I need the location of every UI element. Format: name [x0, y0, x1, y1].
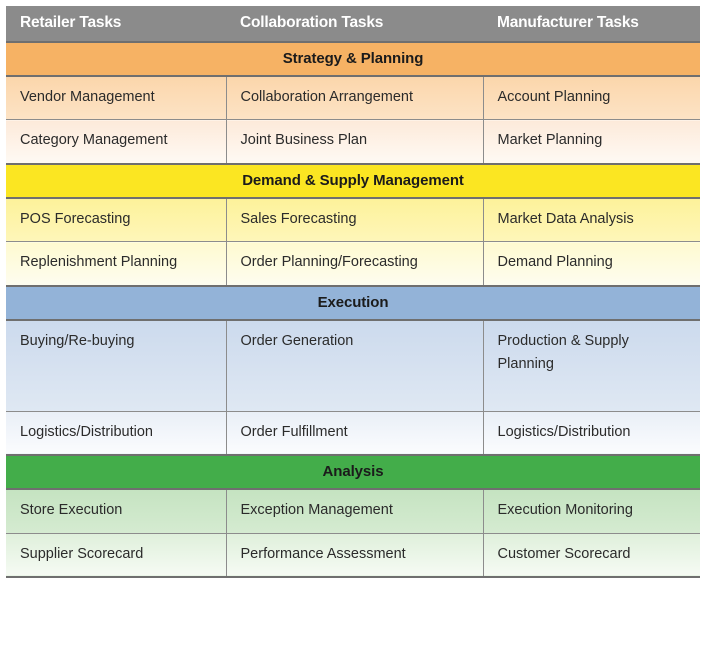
table-row: Vendor Management Collaboration Arrangem… [6, 76, 700, 120]
task-matrix-table: Retailer Tasks Collaboration Tasks Manuf… [6, 6, 700, 579]
cell-collaboration: Joint Business Plan [226, 119, 484, 164]
section-title-demand: Demand & Supply Management [6, 162, 700, 199]
section-band-execution: Execution [6, 284, 700, 321]
table-row: Supplier Scorecard Performance Assessmen… [6, 532, 700, 579]
table-row: Replenishment Planning Order Planning/Fo… [6, 241, 700, 286]
cell-manufacturer: Execution Monitoring [483, 489, 700, 534]
cell-retailer: Store Execution [6, 489, 227, 534]
cell-retailer: Vendor Management [6, 76, 227, 120]
section-band-strategy: Strategy & Planning [6, 41, 700, 77]
cell-manufacturer: Production & Supply Planning [483, 319, 700, 412]
cell-retailer: Logistics/Distribution [6, 410, 227, 456]
cell-retailer: Buying/Re-buying [6, 319, 227, 412]
cell-manufacturer: Market Data Analysis [483, 197, 700, 242]
section-band-analysis: Analysis [6, 454, 700, 491]
cell-collaboration: Sales Forecasting [226, 197, 484, 242]
cell-collaboration: Performance Assessment [226, 532, 484, 579]
table-row: POS Forecasting Sales Forecasting Market… [6, 197, 700, 242]
cell-manufacturer: Customer Scorecard [483, 532, 700, 579]
cell-collaboration: Order Planning/Forecasting [226, 241, 484, 286]
section-title-analysis: Analysis [6, 454, 700, 491]
table-head: Retailer Tasks Collaboration Tasks Manuf… [6, 6, 700, 42]
column-header-collaboration: Collaboration Tasks [226, 6, 483, 42]
cell-retailer: Supplier Scorecard [6, 532, 227, 579]
section-title-strategy: Strategy & Planning [6, 41, 700, 77]
table-row: Category Management Joint Business Plan … [6, 119, 700, 164]
cell-manufacturer: Account Planning [483, 76, 700, 120]
section-title-execution: Execution [6, 284, 700, 321]
section-band-demand: Demand & Supply Management [6, 162, 700, 199]
column-header-row: Retailer Tasks Collaboration Tasks Manuf… [6, 6, 700, 42]
collaboration-task-matrix: Retailer Tasks Collaboration Tasks Manuf… [6, 6, 700, 579]
cell-retailer: Category Management [6, 119, 227, 164]
cell-manufacturer: Market Planning [483, 119, 700, 164]
cell-retailer: Replenishment Planning [6, 241, 227, 286]
cell-retailer: POS Forecasting [6, 197, 227, 242]
table-row: Buying/Re-buying Order Generation Produc… [6, 319, 700, 412]
cell-manufacturer: Logistics/Distribution [483, 410, 700, 456]
cell-collaboration: Order Fulfillment [226, 410, 484, 456]
cell-collaboration: Order Generation [226, 319, 484, 412]
table-row: Store Execution Exception Management Exe… [6, 489, 700, 534]
cell-collaboration: Exception Management [226, 489, 484, 534]
cell-manufacturer: Demand Planning [483, 241, 700, 286]
cell-collaboration: Collaboration Arrangement [226, 76, 484, 120]
table-body: Strategy & Planning Vendor Management Co… [6, 41, 700, 579]
column-header-retailer: Retailer Tasks [6, 6, 226, 42]
column-header-manufacturer: Manufacturer Tasks [483, 6, 700, 42]
table-row: Logistics/Distribution Order Fulfillment… [6, 410, 700, 456]
